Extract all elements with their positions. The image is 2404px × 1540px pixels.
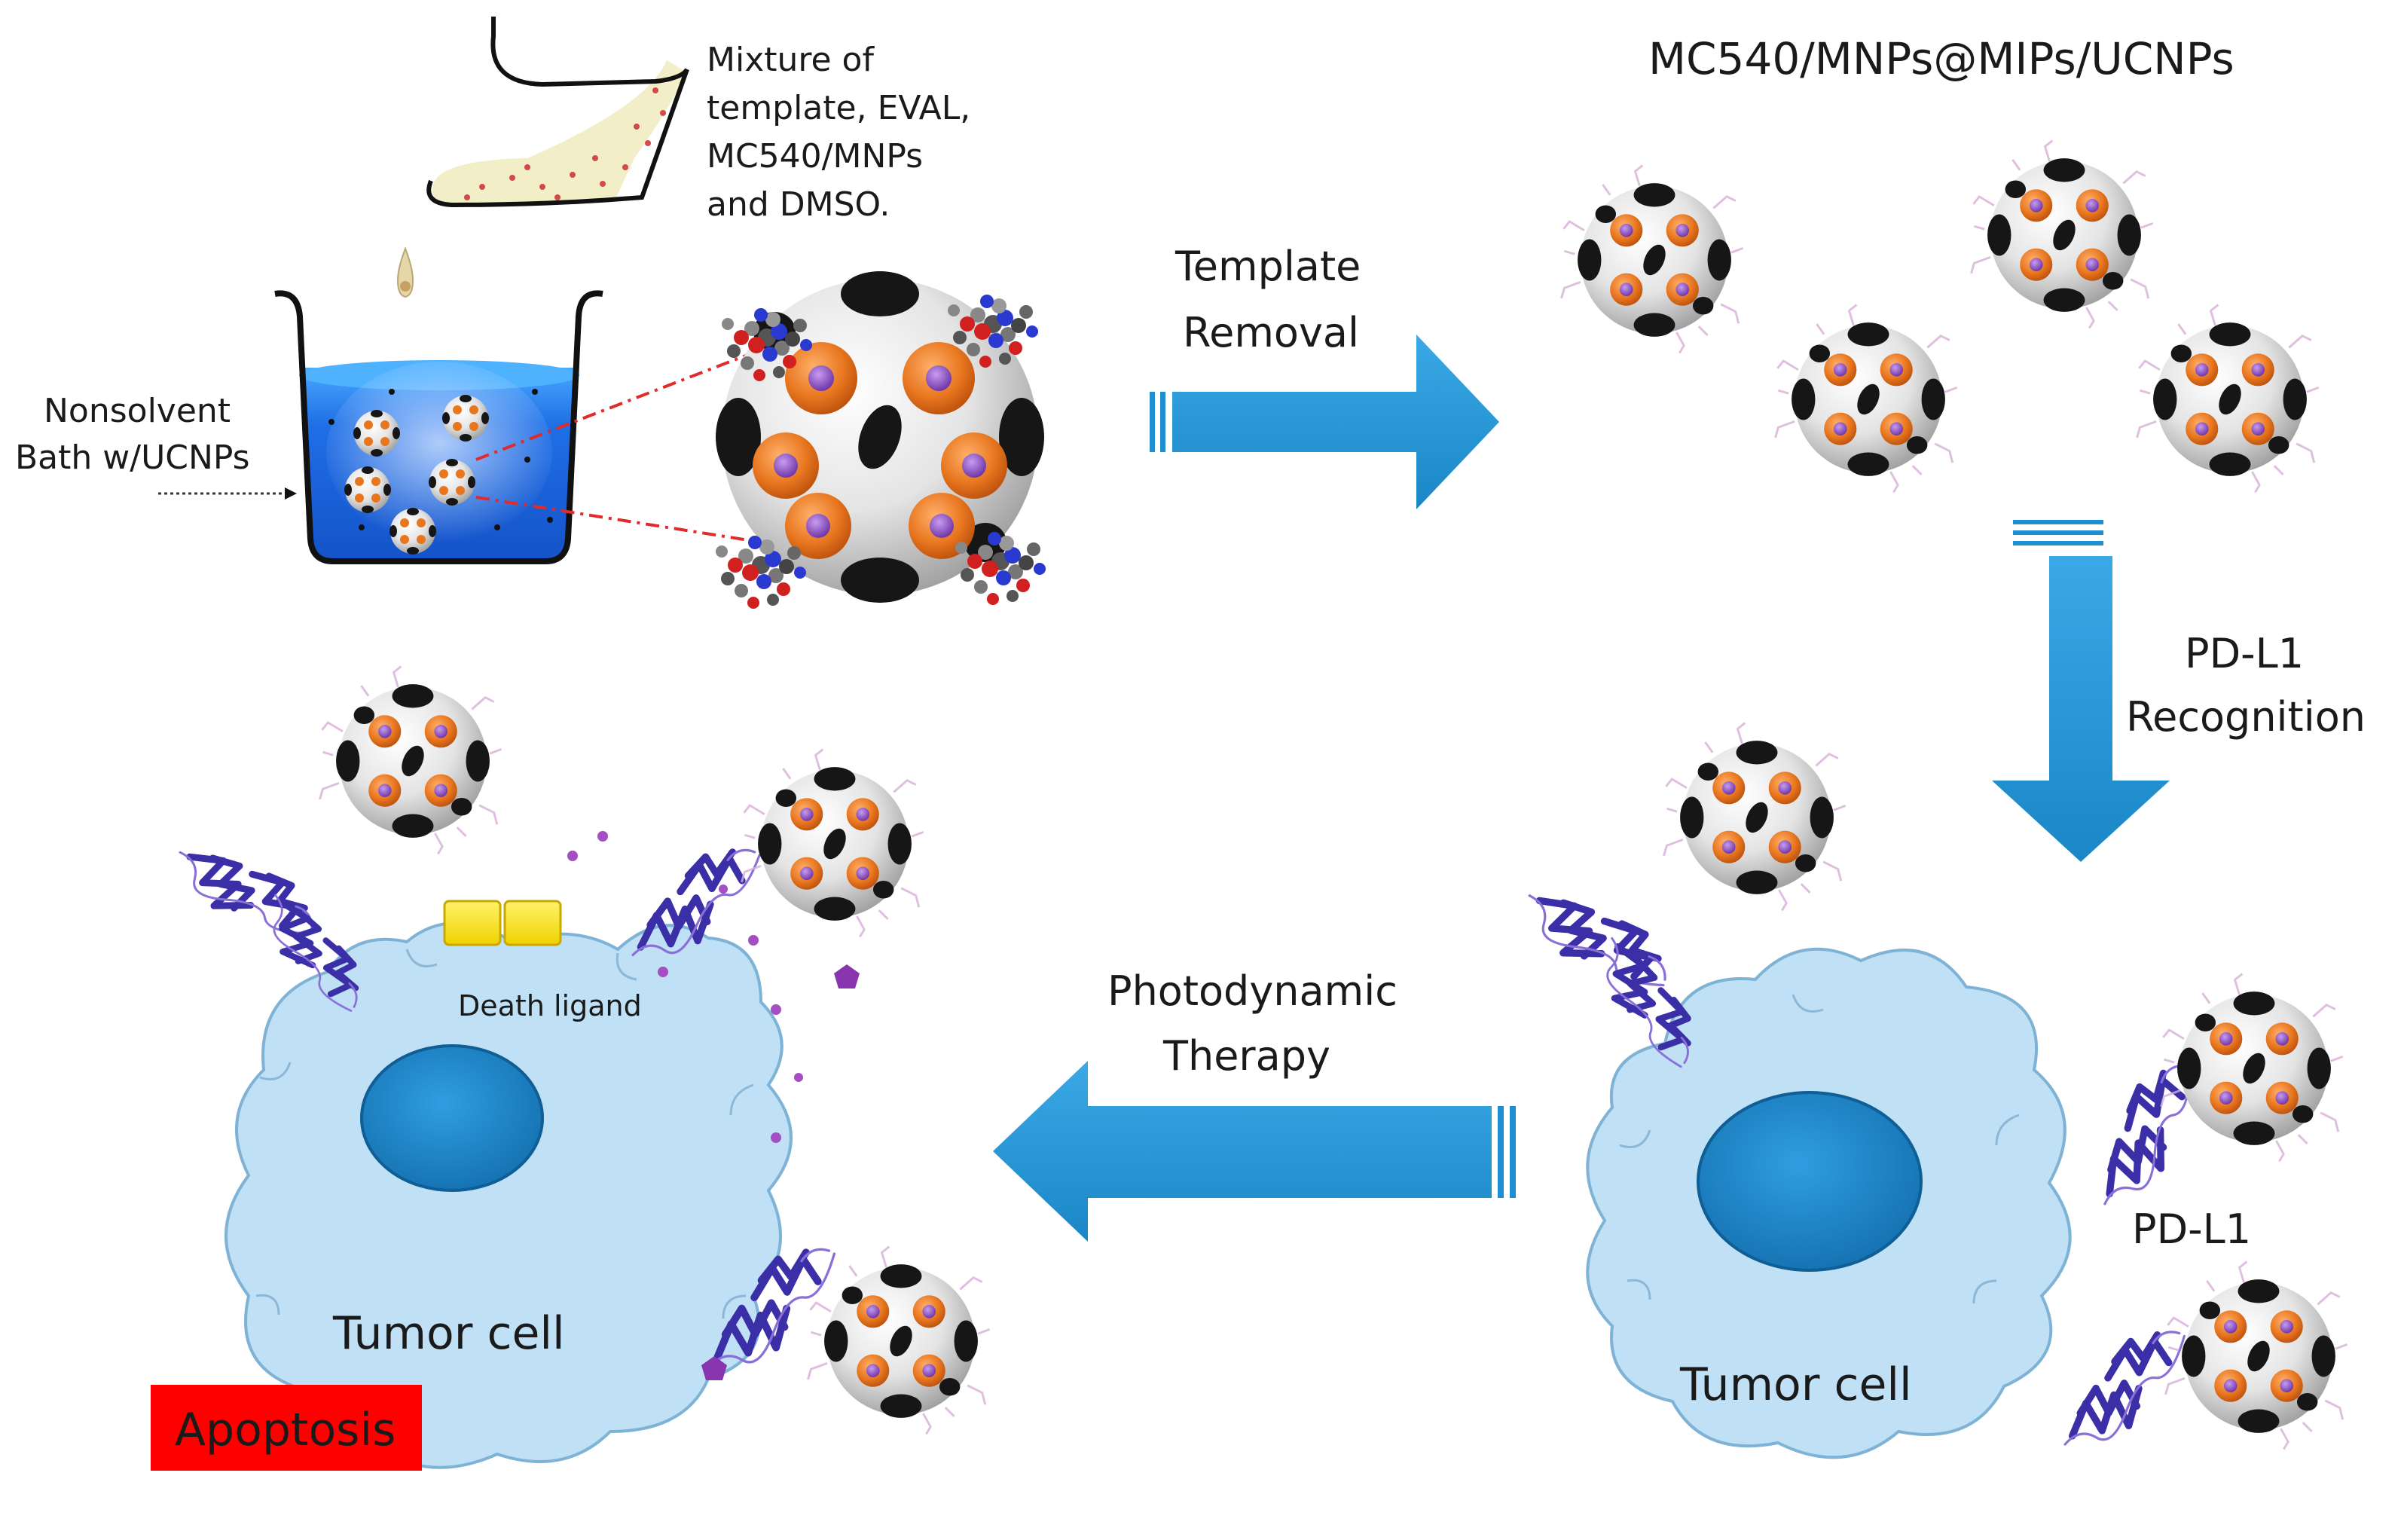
photodynamic-label-1: Photodynamic: [1107, 967, 1397, 1015]
beaker-icon: [274, 290, 603, 564]
death-ligand-label: Death ligand: [458, 989, 642, 1022]
tumor-cell-right: [1586, 947, 2072, 1459]
apoptosis-label: Apoptosis: [175, 1404, 396, 1456]
template-removal-arrow: [1150, 335, 1499, 509]
photodynamic-label-2: Therapy: [1162, 1032, 1330, 1080]
tumor-cell-left: [225, 921, 793, 1469]
apoptosis-box: [151, 1385, 422, 1471]
product-title: MC540/MNPs@MIPs/UCNPs: [1648, 33, 2234, 84]
template-removal-label-1: Template: [1175, 243, 1361, 290]
nucleus: [360, 1044, 544, 1192]
mixture-label-2: template, EVAL,: [707, 89, 970, 127]
recognition-label-2: Recognition: [2126, 693, 2366, 741]
nucleus: [1697, 1091, 1923, 1272]
tumor-cell-left-label: Tumor cell: [332, 1307, 565, 1360]
recognition-label-1: PD-L1: [2185, 630, 2304, 677]
nonsolvent-label-1: Nonsolvent: [44, 392, 231, 430]
tumor-cell-right-label: Tumor cell: [1679, 1358, 1912, 1411]
photodynamic-therapy-arrow: [993, 1061, 1516, 1242]
mixture-label-1: Mixture of: [707, 41, 875, 79]
pd-l1-label: PD-L1: [2132, 1205, 2251, 1253]
product-particles: [1560, 139, 2320, 493]
nonsolvent-label-2: Bath w/UCNPs: [15, 438, 250, 477]
template-removal-label-2: Removal: [1183, 309, 1359, 356]
pipette-icon: [396, 17, 689, 298]
mixture-label-3: MC540/MNPs: [707, 137, 923, 176]
imprinted-nanoparticle-icon: [716, 271, 1046, 609]
zoom-lines: [475, 351, 754, 542]
recognition-arrow: [1992, 520, 2170, 862]
death-ligand-icon: [443, 900, 562, 946]
released-species: [567, 831, 803, 1143]
mixture-label-4: and DMSO.: [707, 185, 890, 224]
nonsolvent-inflow-arrow: [158, 487, 297, 500]
